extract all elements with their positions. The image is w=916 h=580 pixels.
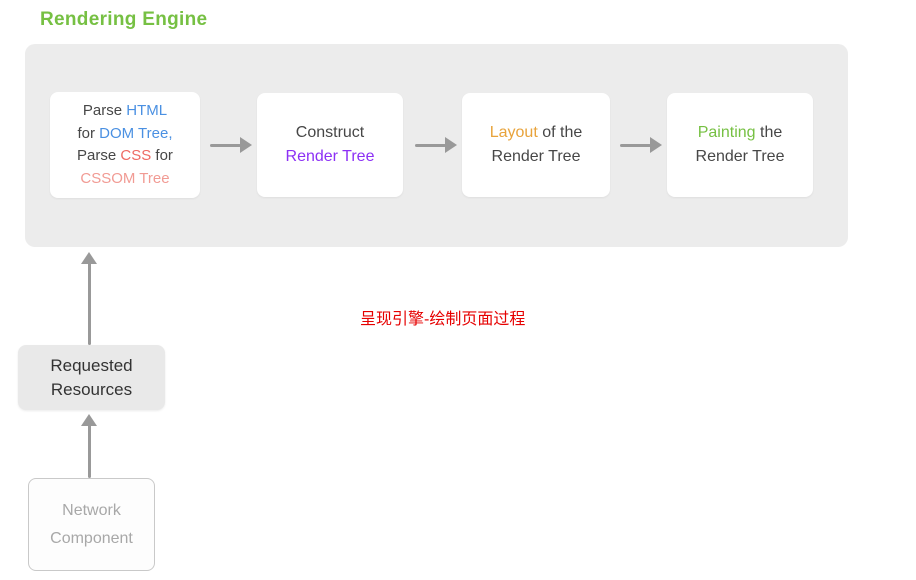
arrow-up-icon [81,414,97,478]
diagram-title: Rendering Engine [40,9,208,30]
arrow-right-icon [620,137,662,153]
text-segment: for [151,147,173,164]
step-painting-line-2: Render Tree [696,145,785,169]
text-segment: Parse [82,102,127,119]
text-segment: Layout [489,124,538,141]
arrow-up-icon [81,252,97,345]
step-parse-line-1: Parse HTML [83,100,167,123]
text-segment: CSSOM Tree [80,169,170,187]
text-segment: Render Tree [695,148,785,165]
arrow-right-icon [210,137,252,153]
step-construct-line-1: Construct [296,121,364,145]
step-parse-box: Parse HTML for DOM Tree, Parse CSS for C… [50,92,200,198]
text-segment: Render Tree [491,148,581,165]
text-segment: Render Tree [285,148,375,165]
text-segment: Parse [77,147,121,164]
text-segment: DOM Tree, [99,124,173,142]
network-component-node: Network Component [28,478,155,571]
text-segment: of the [537,124,583,141]
text-segment: Painting [697,124,756,141]
step-construct-line-2: Render Tree [286,145,375,169]
text-segment: CSS [120,147,152,164]
step-painting-line-1: Painting the [698,121,783,145]
requested-resources-node: Requested Resources [18,345,165,410]
step-layout-line-2: Render Tree [492,145,581,169]
step-parse-line-4: CSSOM Tree [80,168,169,191]
annotation-text: 呈现引擎-绘制页面过程 [360,311,526,328]
step-painting-box: Painting the Render Tree [667,93,813,197]
text-segment: for [77,124,100,142]
text-segment: Construct [295,124,365,141]
step-parse-line-2: for DOM Tree, [77,123,172,146]
step-parse-line-3: Parse CSS for [77,145,173,168]
arrow-right-icon [415,137,457,153]
text-segment: the [755,124,783,141]
step-construct-box: Construct Render Tree [257,93,403,197]
step-layout-line-1: Layout of the [490,121,583,145]
step-layout-box: Layout of the Render Tree [462,93,610,197]
text-segment: HTML [126,102,168,119]
